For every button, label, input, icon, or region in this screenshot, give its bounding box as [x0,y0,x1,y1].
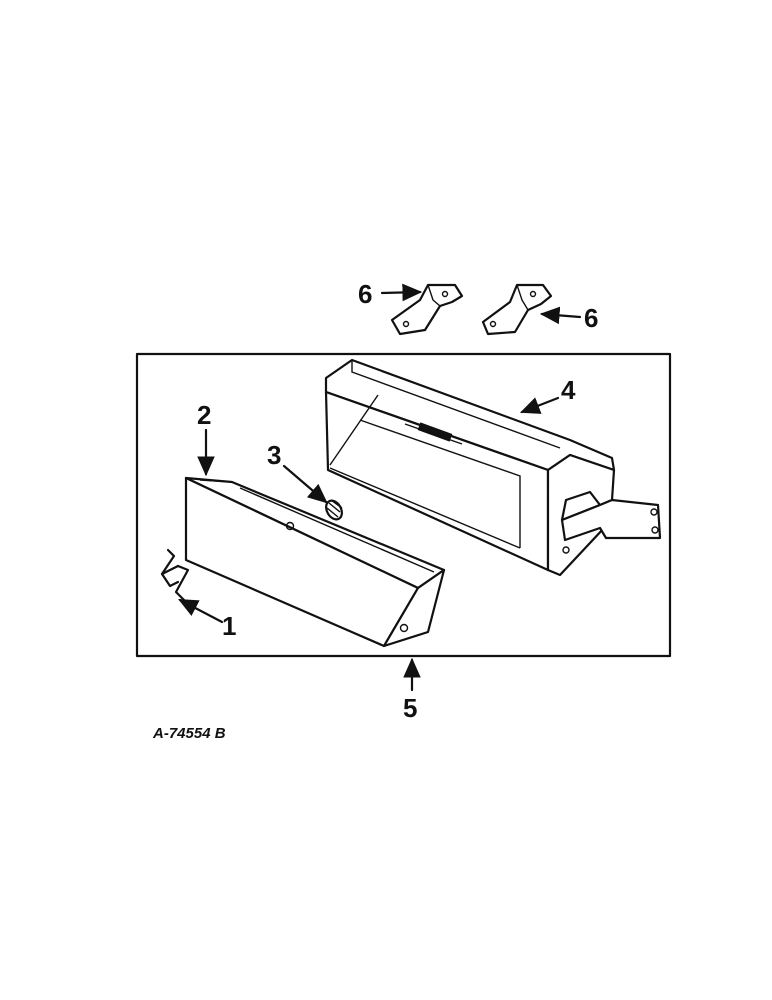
bracket-right [481,283,553,336]
callout-1: 1 [222,611,236,641]
leader-6-right [539,306,582,325]
leader-6-left [380,283,423,302]
glove-box-door [184,476,446,648]
callout-2: 2 [197,400,211,430]
callout-6-left: 6 [358,279,372,309]
glove-box-housing [324,358,662,577]
callout-6-right: 6 [584,303,598,333]
leader-3 [282,464,328,504]
leader-4 [519,396,560,414]
assembly-frame [135,352,672,658]
figure-id: A-74554 B [152,725,226,742]
bracket-left [390,283,464,336]
callout-5: 5 [403,693,417,723]
callout-3: 3 [267,440,281,470]
hinge-clip [160,548,190,602]
callout-4: 4 [561,375,576,405]
leader-1 [178,598,224,624]
bumper-spring [325,499,343,521]
